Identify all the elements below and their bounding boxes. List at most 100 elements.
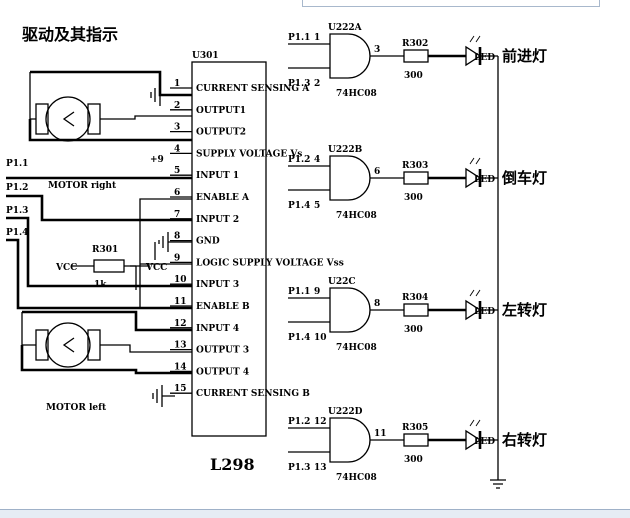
gate-2-resistor-value: 300: [404, 193, 423, 203]
motor-right-label: MOTOR right: [48, 181, 117, 191]
ground-pin1-icon: [150, 84, 170, 106]
gate-4-in1-pin: 12: [314, 417, 327, 427]
l298-pin-11-number: 11: [174, 297, 187, 307]
gate-1-in1-port: P1.1: [288, 33, 310, 43]
gate-1-ref: U222A: [328, 23, 363, 33]
gate-1-out-pin: 3: [374, 45, 380, 55]
l298-pin-8-label: GND: [196, 237, 220, 247]
l298-pin-10-number: 10: [174, 275, 187, 285]
r301-value: 1k: [94, 280, 107, 290]
gate-2-in2-port: P1.4: [288, 201, 310, 211]
port-p13-wire: [6, 216, 192, 288]
vcc-left-label: VCC: [55, 263, 77, 273]
gate-2-and-symbol: [329, 155, 371, 201]
port-p11-label: P1.1: [6, 159, 28, 169]
gate-3-indicator-label: 左转灯: [501, 301, 547, 319]
gate-3-resistor-ref: R304: [402, 293, 428, 303]
l298-pin-12-label: INPUT 4: [196, 324, 239, 334]
l298-ref: U301: [192, 51, 219, 61]
l298-pin-4-label: SUPPLY VOLTAGE Vs: [196, 149, 302, 159]
l298-pin-13-number: 13: [174, 341, 187, 351]
gate-2-led-icon: [465, 167, 482, 189]
gate-1-in2-port: P1.3: [288, 79, 310, 89]
r301-body: [93, 259, 125, 273]
l298-pin-8-number: 8: [174, 232, 180, 242]
gate-4-chip: 74HC08: [336, 473, 377, 483]
supply-label: +9: [150, 155, 164, 165]
gate-2-in1-port: P1.2: [288, 155, 310, 165]
l298-pin-4-number: 4: [174, 144, 180, 154]
l298-pin-1-number: 1: [174, 79, 180, 89]
gate-4-led-icon: [465, 429, 482, 451]
l298-pin-2-label: OUTPUT1: [196, 106, 246, 116]
status-bar: [0, 509, 630, 518]
gate-3-in1-port: P1.1: [288, 287, 310, 297]
motor-right-wire-out2: [28, 119, 192, 142]
motor-right-rotor: [45, 96, 91, 142]
gate-4-in2-port: P1.3: [288, 463, 310, 473]
gate-2-in2-pin: 5: [314, 201, 320, 211]
vcc-right-label: VCC: [145, 263, 167, 273]
motor-left-wire-left: [21, 312, 36, 346]
gate-4-led-light-icon: [469, 419, 481, 427]
l298-pin-1-label: CURRENT SENSING A: [196, 84, 310, 94]
l298-pin-14-number: 14: [174, 362, 187, 372]
gate-1-resistor-body: [403, 49, 429, 63]
l298-pin-15-number: 15: [174, 384, 187, 394]
l298-pin-3-label: OUTPUT2: [196, 128, 246, 138]
gate-4-resistor-value: 300: [404, 455, 423, 465]
gate-4-and-symbol: [329, 417, 371, 463]
l298-body: [191, 61, 267, 437]
l298-pin-5-number: 5: [174, 166, 180, 176]
gate-2-ref: U222B: [328, 145, 363, 155]
r301-ref: R301: [92, 245, 118, 255]
l298-pin-2-number: 2: [174, 101, 180, 111]
gate-3-resistor-body: [403, 303, 429, 317]
motor-right-wire-out1: [100, 115, 192, 120]
motor-right-wire-left: [29, 72, 36, 120]
enable-a-wire: [139, 198, 192, 308]
top-selection-box: [302, 0, 600, 7]
l298-pin-6-number: 6: [174, 188, 180, 198]
gate-1-led-light-icon: [469, 35, 481, 43]
gate-4-ref: U222D: [328, 407, 363, 417]
motor-left: MOTOR left: [35, 322, 107, 413]
gate-3-in2-port: P1.4: [288, 333, 310, 343]
gate-1-resistor-value: 300: [404, 71, 423, 81]
gate-1-in1-pin: 1: [314, 33, 320, 43]
gate-3-led-label: LED: [474, 307, 495, 317]
gate-2-led-light-icon: [469, 157, 481, 165]
motor-left-wire-out3: [100, 344, 192, 353]
l298-pin-14-label: OUTPUT 4: [196, 367, 249, 377]
gate-3-and-symbol: [329, 287, 371, 333]
port-p13-label: P1.3: [6, 206, 28, 216]
gate-1-led-icon: [465, 45, 482, 67]
l298-pin-3-number: 3: [174, 123, 180, 133]
gate-1-resistor-ref: R302: [402, 39, 428, 49]
gate-3-resistor-value: 300: [404, 325, 423, 335]
gate-2-in1-pin: 4: [314, 155, 320, 165]
l298-pin-5-label: INPUT 1: [196, 171, 239, 181]
gate-4-in1-port: P1.2: [288, 417, 310, 427]
motor-left-wire-out4: [20, 345, 192, 375]
l298-pin-7-label: INPUT 2: [196, 215, 239, 225]
gate-2-indicator-label: 倒车灯: [501, 169, 547, 187]
gate-2-resistor-body: [403, 171, 429, 185]
motor-right-arrow: [62, 111, 75, 127]
gate-2-chip: 74HC08: [336, 211, 377, 221]
ground-bus-icon: [490, 479, 506, 489]
l298-name: L298: [210, 455, 255, 474]
gate-4-indicator-label: 右转灯: [502, 431, 547, 449]
port-p12-wire: [6, 194, 192, 222]
vcc-junction: [130, 265, 137, 290]
gate-4-out-pin: 11: [374, 429, 387, 439]
gate-4-resistor-ref: R305: [402, 423, 428, 433]
motor-left-wire-top: [22, 310, 192, 332]
gate-1-led-label: LED: [474, 53, 495, 63]
port-p14-label: P1.4: [6, 228, 28, 238]
motor-right-wire-top: [30, 70, 192, 97]
motor-left-rotor: [45, 322, 91, 368]
l298-pin-7-number: 7: [174, 210, 180, 220]
